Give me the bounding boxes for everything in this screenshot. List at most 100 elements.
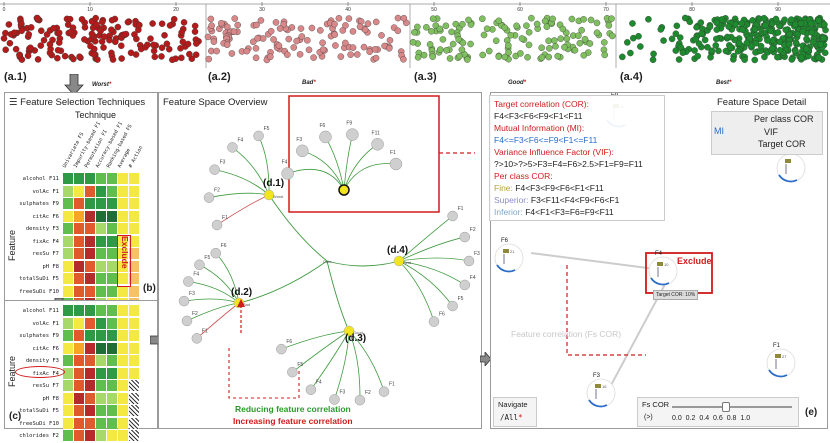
matrix-cell[interactable] xyxy=(118,260,128,272)
matrix-cell[interactable] xyxy=(107,235,117,247)
matrix-cell[interactable] xyxy=(85,260,95,272)
matrix-cell[interactable] xyxy=(85,380,95,391)
matrix-cell[interactable] xyxy=(63,392,73,404)
matrix-cell[interactable] xyxy=(85,342,95,354)
matrix-cell[interactable] xyxy=(74,248,84,259)
matrix-cell[interactable] xyxy=(96,392,106,404)
matrix-cell[interactable] xyxy=(107,173,117,184)
matrix-cell[interactable] xyxy=(85,198,95,209)
matrix-cell[interactable] xyxy=(107,380,117,391)
slider-track[interactable] xyxy=(672,406,792,408)
matrix-cell[interactable] xyxy=(63,285,73,297)
matrix-cell[interactable] xyxy=(96,210,106,222)
matrix-cell[interactable] xyxy=(118,417,128,429)
matrix-cell[interactable] xyxy=(118,273,128,284)
matrix-cell[interactable] xyxy=(129,367,139,379)
matrix-cell[interactable] xyxy=(63,260,73,272)
matrix-cell[interactable] xyxy=(63,273,73,284)
matrix-cell[interactable] xyxy=(85,248,95,259)
matrix-cell[interactable] xyxy=(63,380,73,391)
matrix-cell[interactable] xyxy=(96,248,106,259)
matrix-cell[interactable] xyxy=(63,317,73,329)
matrix-cell[interactable] xyxy=(63,342,73,354)
matrix-cell[interactable] xyxy=(107,185,117,197)
matrix-cell[interactable] xyxy=(129,235,139,247)
matrix-cell[interactable] xyxy=(118,380,128,391)
matrix-cell[interactable] xyxy=(107,392,117,404)
matrix-cell[interactable] xyxy=(96,317,106,329)
matrix-cell[interactable] xyxy=(74,405,84,416)
matrix-cell[interactable] xyxy=(96,405,106,416)
matrix-cell[interactable] xyxy=(63,173,73,184)
matrix-cell[interactable] xyxy=(85,173,95,184)
matrix-cell[interactable] xyxy=(85,430,95,441)
matrix-cell[interactable] xyxy=(129,417,139,429)
matrix-cell[interactable] xyxy=(118,342,128,354)
matrix-cell[interactable] xyxy=(118,210,128,222)
matrix-cell[interactable] xyxy=(63,330,73,341)
matrix-cell[interactable] xyxy=(129,355,139,366)
matrix-cell[interactable] xyxy=(107,430,117,441)
matrix-cell[interactable] xyxy=(129,285,139,297)
matrix-cell[interactable] xyxy=(63,248,73,259)
matrix-cell[interactable] xyxy=(96,198,106,209)
matrix-cell[interactable] xyxy=(74,367,84,379)
matrix-cell[interactable] xyxy=(74,317,84,329)
matrix-cell[interactable] xyxy=(107,273,117,284)
matrix-cell[interactable] xyxy=(96,285,106,297)
matrix-cell[interactable] xyxy=(74,260,84,272)
matrix-cell[interactable] xyxy=(63,198,73,209)
matrix-cell[interactable] xyxy=(63,235,73,247)
matrix-cell[interactable] xyxy=(129,248,139,259)
matrix-cell[interactable] xyxy=(85,317,95,329)
matrix-cell[interactable] xyxy=(107,210,117,222)
matrix-cell[interactable] xyxy=(129,185,139,197)
matrix-cell[interactable] xyxy=(74,380,84,391)
overview-graph[interactable]: F1F2F3F4F5F1F2F3F4F5F6F1F2F3F4F5F6F1F2F3… xyxy=(159,93,481,428)
matrix-cell[interactable] xyxy=(85,305,95,316)
matrix-cell[interactable] xyxy=(107,198,117,209)
matrix-cell[interactable] xyxy=(85,405,95,416)
matrix-cell[interactable] xyxy=(118,430,128,441)
matrix-cell[interactable] xyxy=(96,273,106,284)
matrix-cell[interactable] xyxy=(129,305,139,316)
matrix-cell[interactable] xyxy=(118,173,128,184)
matrix-cell[interactable] xyxy=(118,367,128,379)
matrix-cell[interactable] xyxy=(129,173,139,184)
matrix-cell[interactable] xyxy=(129,392,139,404)
matrix-cell[interactable] xyxy=(129,273,139,284)
matrix-cell[interactable] xyxy=(107,405,117,416)
matrix-cell[interactable] xyxy=(85,285,95,297)
matrix-cell[interactable] xyxy=(129,330,139,341)
matrix-cell[interactable] xyxy=(96,185,106,197)
matrix-cell[interactable] xyxy=(107,260,117,272)
matrix-cell[interactable] xyxy=(96,367,106,379)
matrix-cell[interactable] xyxy=(85,210,95,222)
matrix-cell[interactable] xyxy=(129,380,139,391)
matrix-cell[interactable] xyxy=(63,430,73,441)
matrix-cell[interactable] xyxy=(129,260,139,272)
matrix-cell[interactable] xyxy=(107,223,117,234)
matrix-cell[interactable] xyxy=(107,330,117,341)
matrix-cell[interactable] xyxy=(96,380,106,391)
matrix-cell[interactable] xyxy=(85,185,95,197)
matrix-cell[interactable] xyxy=(74,355,84,366)
matrix-cell[interactable] xyxy=(74,173,84,184)
matrix-cell[interactable] xyxy=(118,305,128,316)
matrix-cell[interactable] xyxy=(96,330,106,341)
matrix-cell[interactable] xyxy=(129,198,139,209)
matrix-cell[interactable] xyxy=(107,317,117,329)
matrix-cell[interactable] xyxy=(118,285,128,297)
matrix-cell[interactable] xyxy=(63,305,73,316)
matrix-cell[interactable] xyxy=(96,342,106,354)
matrix-cell[interactable] xyxy=(74,185,84,197)
matrix-cell[interactable] xyxy=(96,235,106,247)
matrix-cell[interactable] xyxy=(107,342,117,354)
matrix-cell[interactable] xyxy=(129,317,139,329)
matrix-cell[interactable] xyxy=(74,305,84,316)
matrix-cell[interactable] xyxy=(107,285,117,297)
matrix-cell[interactable] xyxy=(74,417,84,429)
matrix-cell[interactable] xyxy=(118,223,128,234)
matrix-cell[interactable] xyxy=(74,330,84,341)
matrix-cell[interactable] xyxy=(96,355,106,366)
